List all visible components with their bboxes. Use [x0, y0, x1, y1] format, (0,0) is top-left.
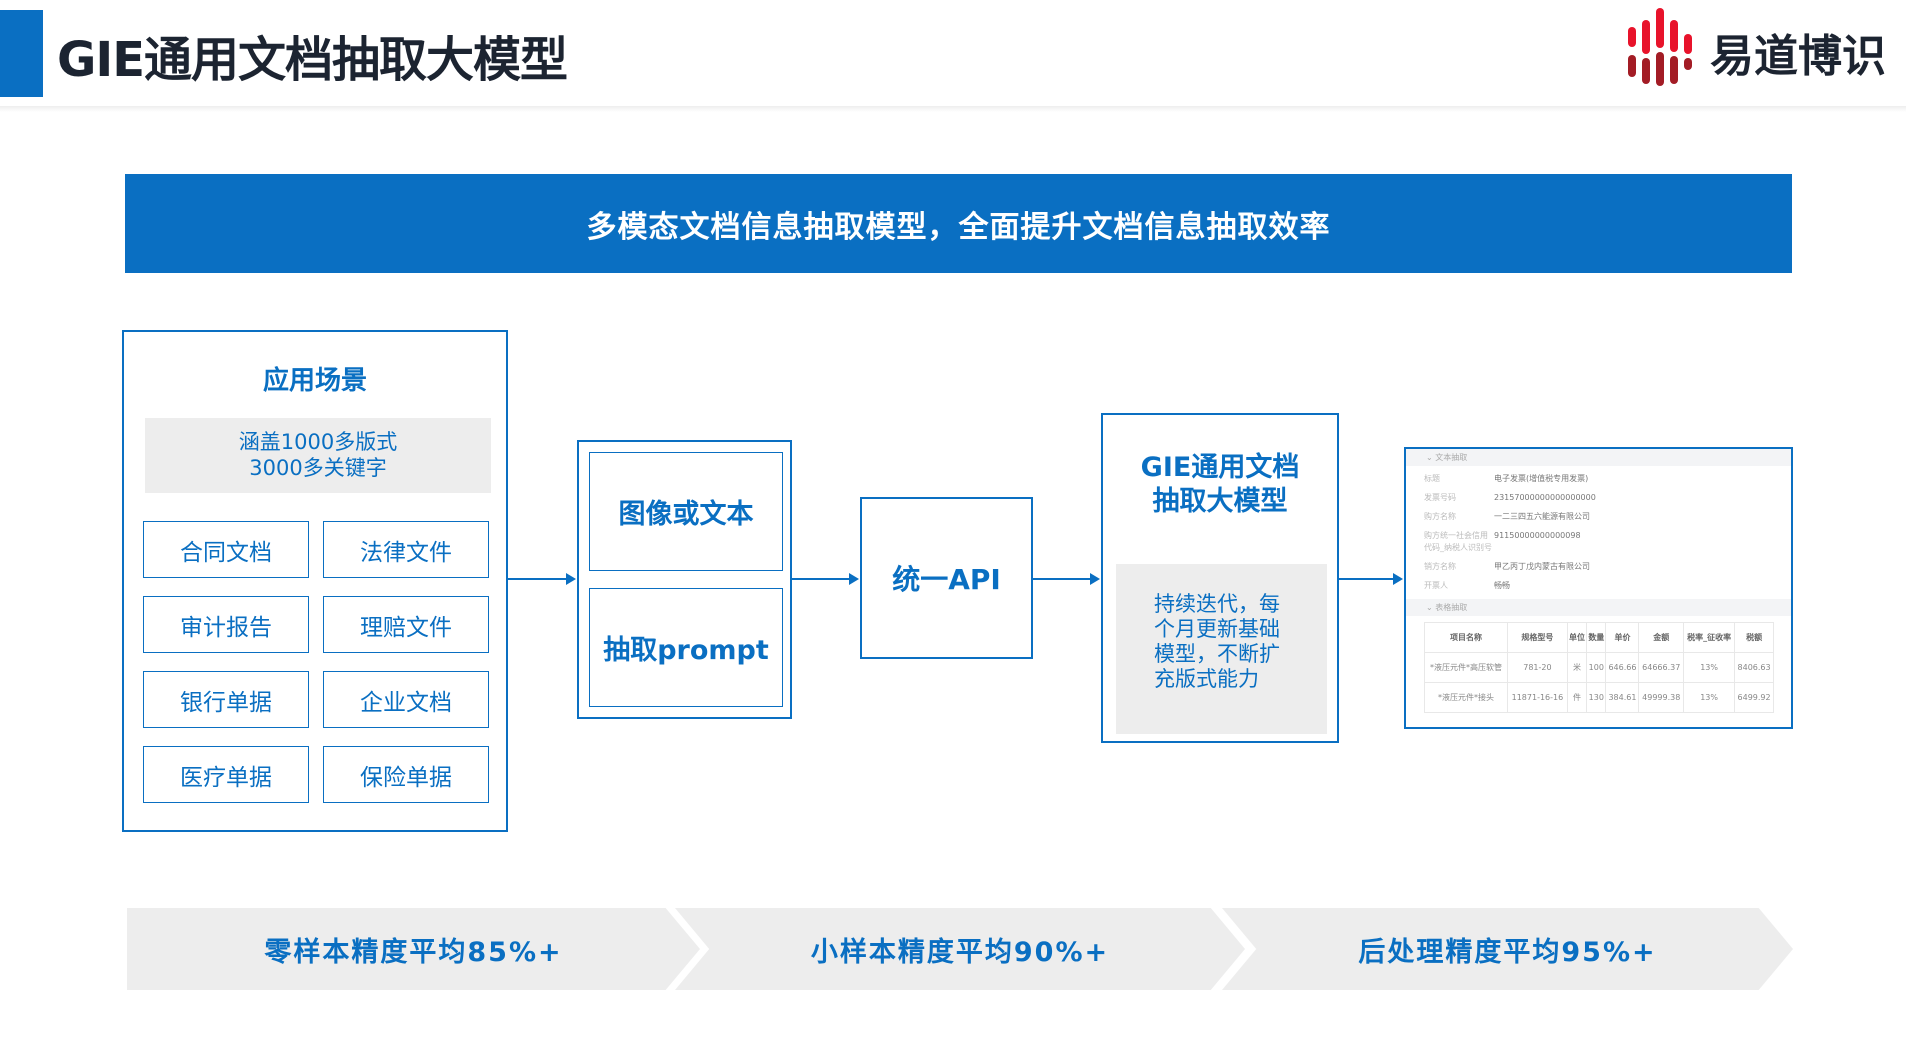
field-value: 甲乙丙丁戊内蒙古有限公司: [1494, 562, 1590, 571]
page-title: GIE通用文档抽取大模型: [57, 32, 568, 88]
table-cell: 件: [1566, 682, 1588, 713]
brand-logo: 易道博识: [1628, 8, 1886, 86]
header-divider: [0, 106, 1906, 112]
field-value: 电子发票(增值税专用发票): [1494, 474, 1589, 483]
table-cell: 米: [1566, 652, 1588, 683]
table-cell: 100: [1586, 652, 1607, 683]
field-value: 23157000000000000000: [1494, 493, 1596, 502]
input-prompt: 抽取prompt: [589, 588, 783, 707]
scenario-item: 保险单据: [323, 746, 489, 803]
table-header-row: 项目名称规格型号单位数量单价金额税率_征收率税额: [1423, 622, 1774, 653]
field-value: 91150000000000098: [1494, 531, 1581, 540]
scenario-item: 银行单据: [143, 671, 309, 728]
column-header: 项目名称: [1423, 622, 1509, 653]
column-header: 税额: [1734, 622, 1774, 653]
scenario-item: 法律文件: [323, 521, 489, 578]
coverage-line: 3000多关键字: [249, 456, 387, 480]
model-panel: GIE通用文档抽取大模型 持续迭代，每个月更新基础模型，不断扩充版式能力: [1101, 413, 1339, 743]
field-key: 开票人: [1424, 581, 1448, 590]
arrow-icon: [1339, 573, 1403, 585]
field-value: 畅畅: [1494, 581, 1510, 590]
result-field: 发票号码 23157000000000000000: [1406, 492, 1791, 504]
result-field: 购方名称 一二三四五六能源有限公司: [1406, 511, 1791, 523]
scenario-item: 企业文档: [323, 671, 489, 728]
table-cell: 781-20: [1507, 652, 1568, 683]
logo-mark-icon: [1628, 8, 1692, 86]
scenario-item: 理赔文件: [323, 596, 489, 653]
table-cell: 6499.92: [1734, 682, 1774, 713]
metric-few-shot: 小样本精度平均90%+: [675, 908, 1245, 990]
result-field: 标题 电子发票(增值税专用发票): [1406, 473, 1791, 485]
table-cell: *液压元件*接头: [1423, 682, 1509, 713]
table-cell: 64666.37: [1638, 652, 1684, 683]
model-title: GIE通用文档抽取大模型: [1140, 452, 1300, 517]
field-key: 购方统一社会信用代码_纳税人识别号: [1424, 531, 1492, 552]
metric-post-process: 后处理精度平均95%+: [1222, 908, 1793, 990]
field-key: 发票号码: [1424, 493, 1456, 502]
table-cell: *液压元件*高压软管: [1423, 652, 1509, 683]
arrow-icon: [792, 573, 859, 585]
logo-text: 易道博识: [1710, 31, 1886, 82]
table-cell: 13%: [1682, 682, 1736, 713]
table-cell: 11871-16-16: [1507, 682, 1568, 713]
column-header: 金额: [1638, 622, 1684, 653]
field-key: 购方名称: [1424, 512, 1456, 521]
column-header: 数量: [1586, 622, 1607, 653]
model-description: 持续迭代，每个月更新基础模型，不断扩充版式能力: [1116, 564, 1327, 734]
coverage-box: 涵盖1000多版式 3000多关键字: [145, 418, 491, 493]
table-cell: 646.66: [1605, 652, 1640, 683]
unified-api-box: 统一API: [860, 497, 1033, 659]
text-section-header: ⌄ 文本抽取: [1406, 449, 1791, 466]
table-cell: 130: [1586, 682, 1607, 713]
table-section-header: ⌄ 表格抽取: [1406, 599, 1791, 616]
table-cell: 13%: [1682, 652, 1736, 683]
header-accent-bar: [0, 10, 43, 97]
banner: 多模态文档信息抽取模型，全面提升文档信息抽取效率: [125, 174, 1792, 273]
field-value: 一二三四五六能源有限公司: [1494, 512, 1590, 521]
arrow-icon: [1033, 573, 1100, 585]
column-header: 单位: [1566, 622, 1588, 653]
table-cell: 49999.38: [1638, 682, 1684, 713]
table-cell: 8406.63: [1734, 652, 1774, 683]
scenarios-panel: 应用场景 涵盖1000多版式 3000多关键字 合同文档 法律文件 审计报告 理…: [122, 330, 508, 832]
extraction-result-screenshot: ⌄ 文本抽取 标题 电子发票(增值税专用发票) 发票号码 23157000000000…: [1404, 447, 1793, 729]
column-header: 税率_征收率: [1682, 622, 1736, 653]
input-image-text: 图像或文本: [589, 452, 783, 571]
scenarios-title: 应用场景: [262, 366, 367, 396]
column-header: 单价: [1605, 622, 1640, 653]
metric-zero-shot: 零样本精度平均85%+: [127, 908, 700, 990]
scenario-item: 合同文档: [143, 521, 309, 578]
field-key: 标题: [1424, 474, 1440, 483]
result-field: 销方名称 甲乙丙丁戊内蒙古有限公司: [1406, 561, 1791, 573]
scenario-item: 审计报告: [143, 596, 309, 653]
scenario-item: 医疗单据: [143, 746, 309, 803]
arrow-icon: [508, 573, 576, 585]
table-cell: 384.61: [1605, 682, 1640, 713]
coverage-line: 涵盖1000多版式: [238, 430, 398, 454]
field-key: 销方名称: [1424, 562, 1456, 571]
result-field: 开票人 畅畅: [1406, 580, 1791, 592]
column-header: 规格型号: [1507, 622, 1568, 653]
input-panel: 图像或文本 抽取prompt: [577, 440, 792, 719]
